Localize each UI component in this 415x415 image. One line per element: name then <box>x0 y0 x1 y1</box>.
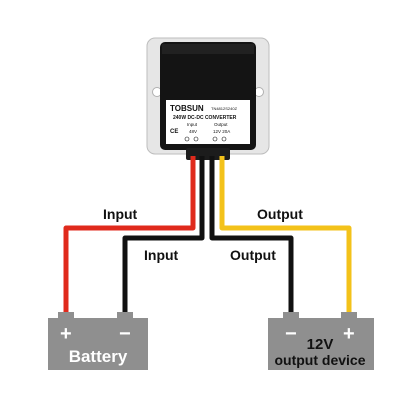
cable-boots <box>186 148 230 160</box>
input-header: Input <box>187 122 198 127</box>
battery-label: Battery <box>69 347 128 366</box>
converter-body: TOBSUN TN4812S240Z 240W DC-DC CONVERTER … <box>160 42 256 150</box>
label-output-black: Output <box>230 247 276 263</box>
converter-label <box>166 100 250 144</box>
converter-title: 240W DC-DC CONVERTER <box>173 115 237 121</box>
battery-box <box>48 318 148 370</box>
battery-plus-sign: + <box>60 323 72 345</box>
battery-terminal-positive <box>58 312 74 320</box>
terminal-symbols <box>184 136 227 142</box>
output-header: Output <box>214 122 228 127</box>
ce-mark: CE <box>170 129 178 135</box>
device-terminal-positive <box>341 312 357 320</box>
wire-output-positive <box>219 156 352 318</box>
input-value: 48V <box>189 129 197 134</box>
wire-input-positive <box>63 156 196 318</box>
device-plus-sign: + <box>343 323 355 345</box>
wire-output-negative <box>209 156 294 318</box>
battery-terminal-negative <box>117 312 133 320</box>
wire-input-negative <box>122 156 205 318</box>
device-box <box>268 318 374 370</box>
battery: + − Battery <box>48 312 148 370</box>
device-terminal-negative <box>283 312 299 320</box>
label-output-yellow: Output <box>257 206 303 222</box>
device-label-line2: output device <box>274 352 365 368</box>
output-value: 12V 20A <box>213 129 230 134</box>
converter-brand: TOBSUN <box>170 104 204 113</box>
output-device: − + 12V output device <box>268 312 374 370</box>
device-minus-sign: − <box>285 323 297 345</box>
label-input-red: Input <box>103 206 138 222</box>
device-label-line1: 12V <box>307 336 334 353</box>
battery-minus-sign: − <box>119 323 131 345</box>
label-input-black: Input <box>144 247 179 263</box>
converter-model: TN4812S240Z <box>211 106 238 111</box>
